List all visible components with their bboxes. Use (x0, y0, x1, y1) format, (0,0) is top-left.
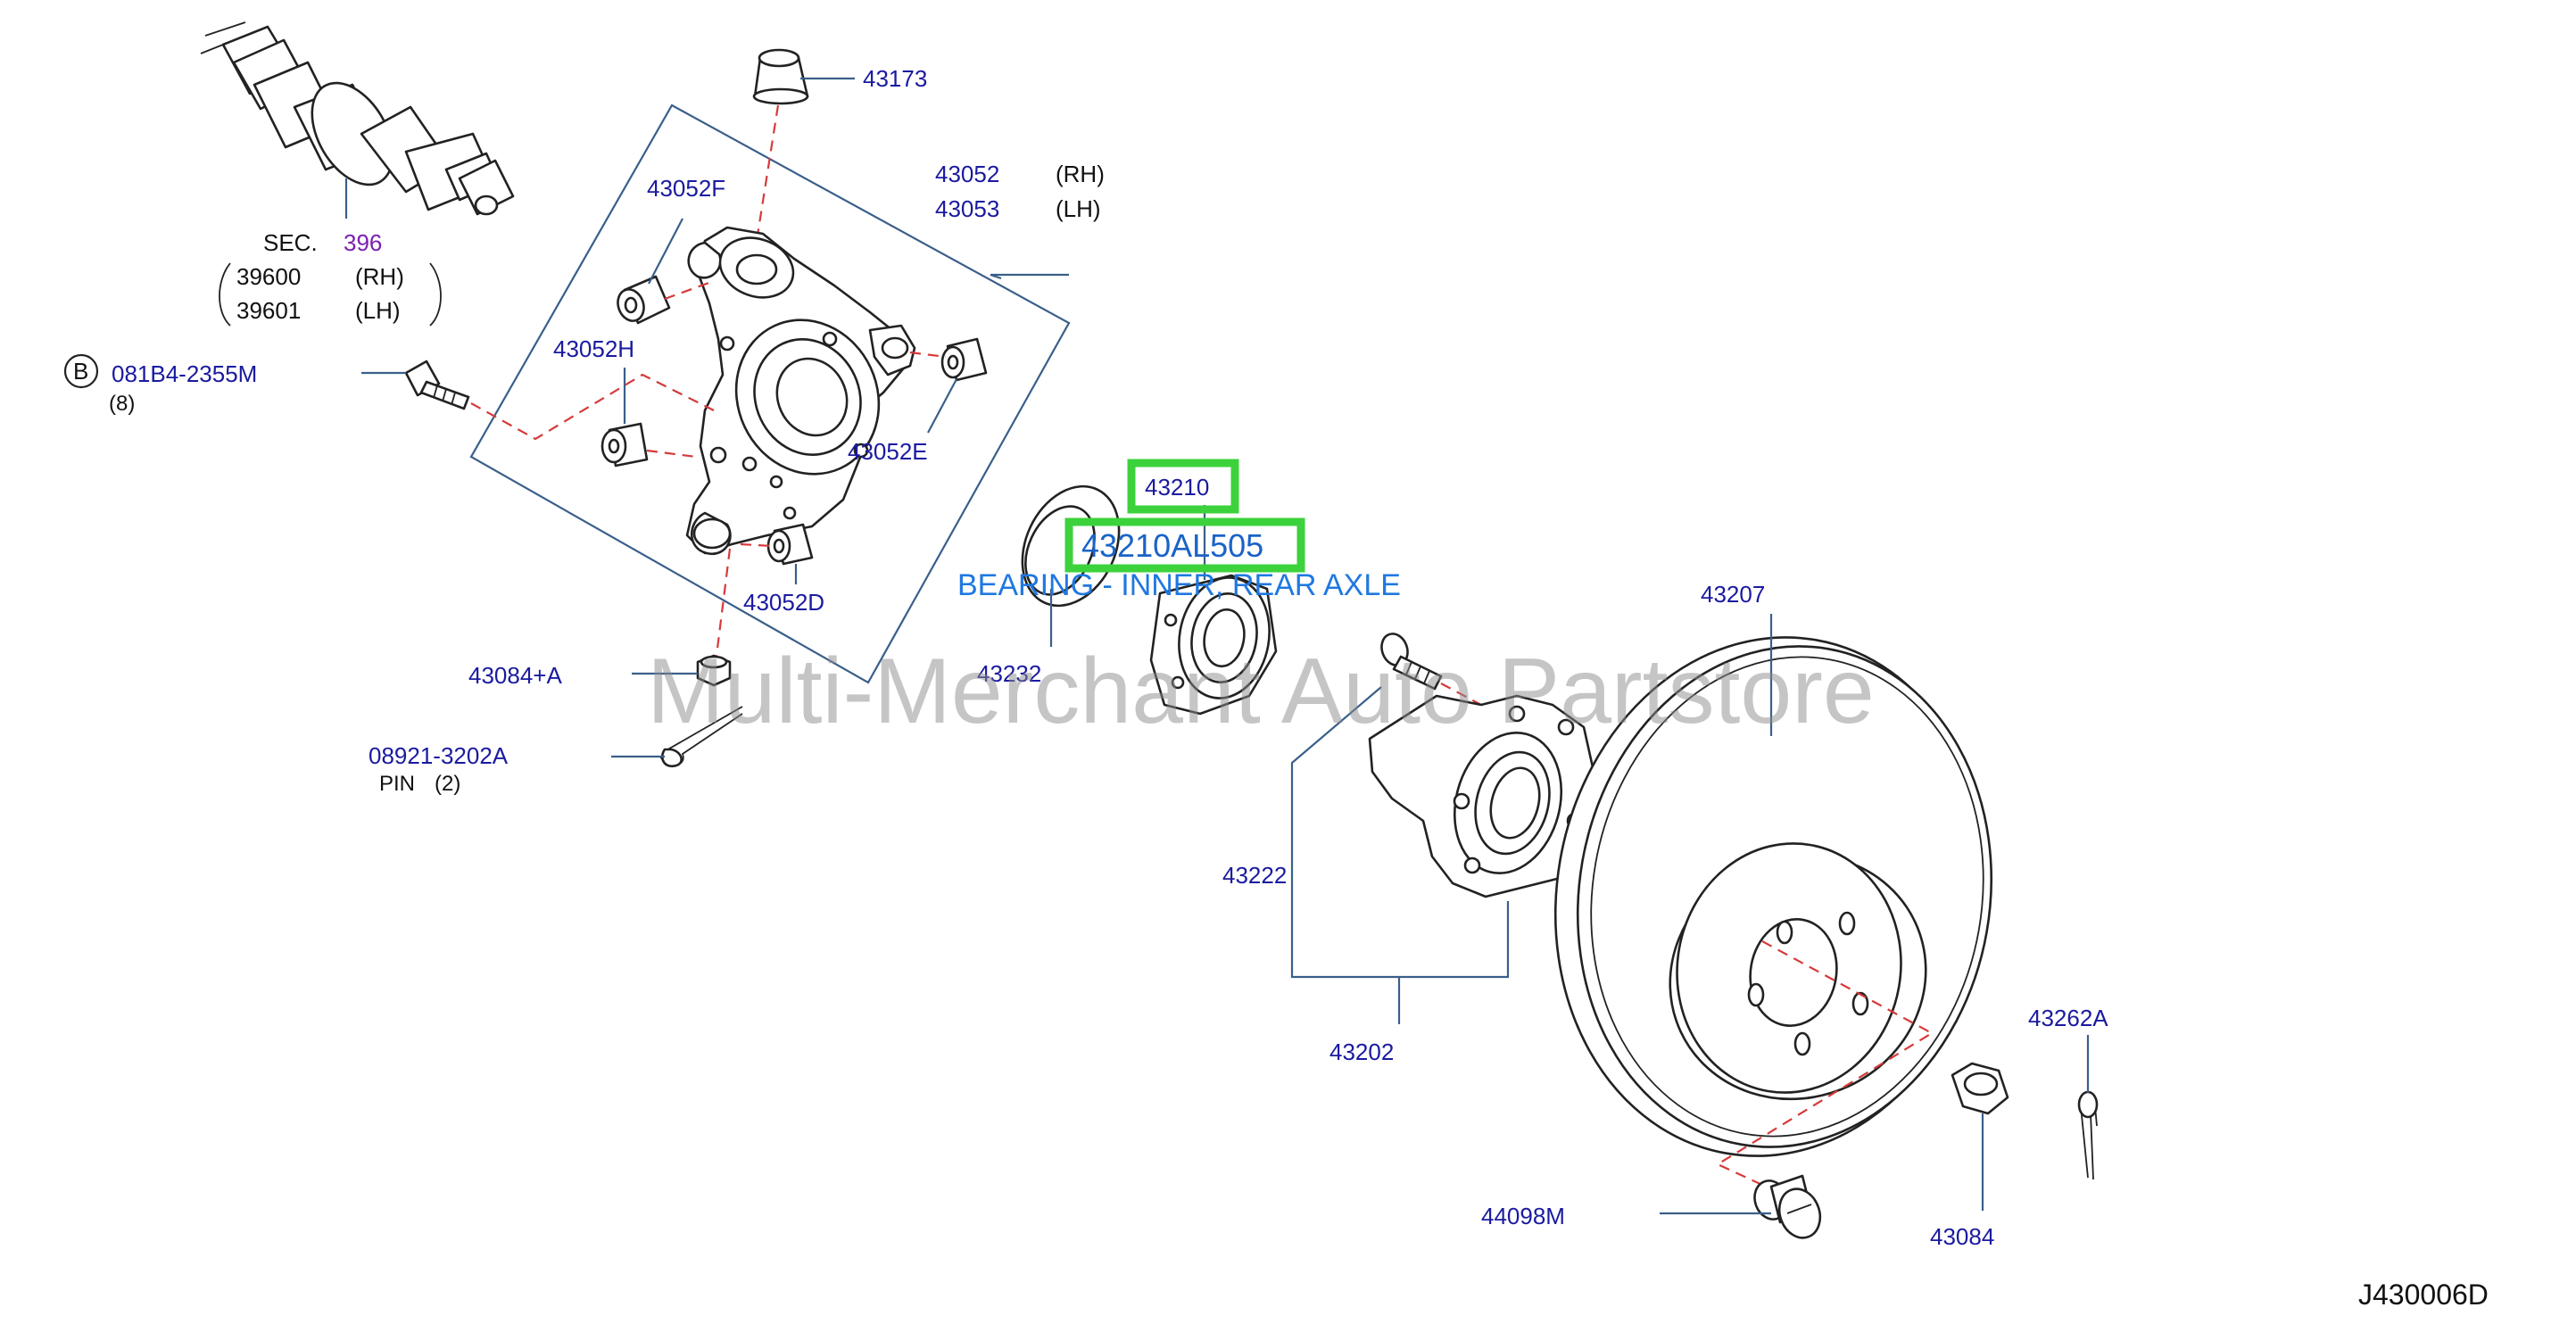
label-pin-qty: (2) (435, 772, 460, 796)
label-43262A[interactable]: 43262A (2028, 1005, 2108, 1031)
cotter-pin-08921 (659, 706, 743, 768)
hub-bolt-43222 (1380, 633, 1443, 691)
label-43053[interactable]: 43053 (935, 195, 999, 222)
label-pin: PIN (379, 772, 415, 796)
label-43210AL505[interactable]: 43210AL505 (1081, 527, 1263, 564)
plug-44098M (1753, 1174, 1822, 1239)
cotter-pin-43262A (2077, 1090, 2099, 1180)
label-sec-396[interactable]: 396 (344, 229, 382, 256)
bracket-right (429, 262, 442, 327)
label-43052D[interactable]: 43052D (743, 589, 824, 616)
label-43232[interactable]: 43232 (977, 660, 1041, 687)
bearing-43210 (1149, 574, 1278, 716)
bushing-43052E (940, 337, 988, 382)
hub-43202 (1368, 694, 1594, 898)
bushing-43052F (617, 275, 671, 325)
brake-disc-43207 (1553, 636, 1993, 1157)
nut-43084A (696, 654, 732, 687)
label-sec: SEC. (263, 229, 318, 256)
label-44098M[interactable]: 44098M (1481, 1203, 1565, 1229)
label-43222[interactable]: 43222 (1222, 862, 1287, 889)
highlight-box-43210 (1127, 459, 1239, 514)
watermark: Multi-Merchant Auto Partstore (647, 640, 1875, 743)
label-081B4-2355M[interactable]: 081B4-2355M (112, 360, 257, 387)
label-43173[interactable]: 43173 (863, 65, 927, 92)
label-39600: 39600 (236, 263, 301, 290)
label-43084[interactable]: 43084 (1930, 1223, 1994, 1250)
bushing-43052H (601, 422, 649, 468)
label-39600-rh: (RH) (355, 263, 404, 290)
label-43207[interactable]: 43207 (1701, 581, 1765, 608)
label-39601: 39601 (236, 297, 301, 324)
knuckle-frame (469, 103, 1071, 684)
label-43084A[interactable]: 43084+A (468, 662, 562, 689)
bolt-badge-letter: B (73, 358, 88, 385)
bushing-43173 (752, 48, 809, 105)
label-43052F[interactable]: 43052F (647, 175, 725, 202)
nut-43084 (1951, 1062, 2009, 1115)
label-bolt-qty: (8) (109, 392, 135, 416)
label-43052-rh: (RH) (1056, 161, 1105, 187)
bolt-badge-circle (63, 353, 99, 389)
label-43052H[interactable]: 43052H (553, 335, 634, 362)
bolt-081B4-2355M (404, 360, 470, 410)
label-43052[interactable]: 43052 (935, 161, 999, 187)
driveshaft-drawing (200, 21, 515, 216)
part-description: BEARING - INNER, REAR AXLE (957, 568, 1401, 602)
label-43202[interactable]: 43202 (1329, 1039, 1394, 1065)
label-08921-3202A[interactable]: 08921-3202A (369, 742, 509, 769)
label-43052E[interactable]: 43052E (848, 438, 928, 465)
bracket-left (219, 262, 231, 327)
diagram-code: J430006D (2358, 1278, 2489, 1311)
label-43210[interactable]: 43210 (1145, 474, 1209, 501)
knuckle-drawing (685, 226, 916, 556)
highlight-box-43210AL505 (1064, 517, 1305, 573)
bushing-43052D (766, 523, 814, 566)
label-39601-lh: (LH) (355, 297, 401, 324)
label-43053-lh: (LH) (1056, 195, 1101, 222)
